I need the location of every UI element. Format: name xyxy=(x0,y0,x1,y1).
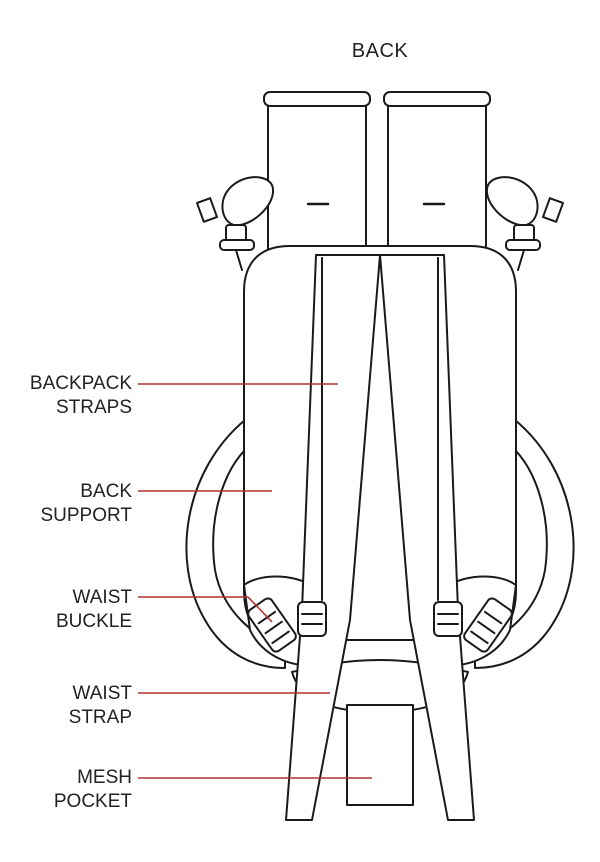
left-bottle xyxy=(263,91,371,261)
callout-back-support: BACK SUPPORT xyxy=(40,481,132,526)
callout-waist-strap: WAIST STRAP xyxy=(68,683,132,728)
callout-waist-buckle: WAIST BUCKLE xyxy=(55,587,132,632)
left-valve xyxy=(196,176,275,271)
left-hip-wing xyxy=(185,419,286,669)
right-hip-wing xyxy=(474,419,575,669)
view-title: BACK xyxy=(351,40,409,62)
right-strap xyxy=(379,254,475,821)
right-bottle xyxy=(383,91,491,261)
right-waist-buckle xyxy=(463,597,513,653)
mesh-pocket xyxy=(346,704,414,806)
right-valve xyxy=(485,176,564,271)
callout-backpack-straps: BACKPACK STRAPS xyxy=(29,373,132,418)
leader-waist-buckle-elbow xyxy=(247,596,273,623)
left-strap xyxy=(285,254,381,821)
right-strap-slider xyxy=(433,601,463,637)
callout-mesh-pocket: MESH POCKET xyxy=(53,767,132,812)
left-strap-slider xyxy=(297,601,327,637)
left-waist-buckle xyxy=(247,597,297,653)
